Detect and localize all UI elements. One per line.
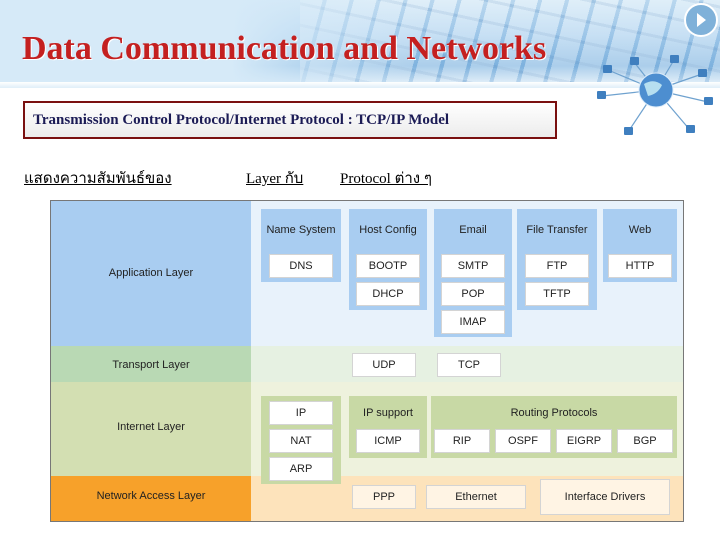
protocol-arp: ARP xyxy=(269,457,333,481)
protocol-dns: DNS xyxy=(269,254,333,278)
caption-part-2: Layer กับ xyxy=(246,171,304,187)
caption-part-1: แสดงความสัมพันธ์ของ xyxy=(24,171,172,187)
layer-label-internet: Internet Layer xyxy=(117,421,185,433)
layer-label-transport: Transport Layer xyxy=(112,359,190,371)
protocol-eigrp: EIGRP xyxy=(556,429,612,453)
group-ip-support: IP support ICMP xyxy=(349,396,427,458)
subtitle: Transmission Control Protocol/Internet P… xyxy=(33,111,450,128)
layer-label-network-access: Network Access Layer xyxy=(96,490,206,502)
protocol-ospf: OSPF xyxy=(495,429,551,453)
protocol-bootp: BOOTP xyxy=(356,254,420,278)
protocol-http: HTTP xyxy=(608,254,672,278)
protocol-imap: IMAP xyxy=(441,310,505,334)
subtitle-box: Transmission Control Protocol/Internet P… xyxy=(23,101,557,139)
protocol-ip: IP xyxy=(269,401,333,425)
group-file-transfer: File Transfer FTP TFTP xyxy=(517,209,597,310)
protocol-tcp: TCP xyxy=(437,353,501,377)
group-ip: IP NAT ARP xyxy=(261,396,341,484)
protocol-udp: UDP xyxy=(352,353,416,377)
protocol-dhcp: DHCP xyxy=(356,282,420,306)
protocol-ppp: PPP xyxy=(352,485,416,509)
group-web: Web HTTP xyxy=(603,209,677,282)
header-banner xyxy=(0,0,720,88)
protocol-tftp: TFTP xyxy=(525,282,589,306)
group-routing-protocols: Routing Protocols RIP OSPF EIGRP BGP xyxy=(431,396,677,458)
group-name-system: Name System DNS xyxy=(261,209,341,282)
protocol-bgp: BGP xyxy=(617,429,673,453)
tcpip-diagram: Application Layer Transport Layer Intern… xyxy=(50,200,684,522)
protocol-rip: RIP xyxy=(434,429,490,453)
protocol-interface-drivers: Interface Drivers xyxy=(540,479,670,515)
chevron-right-icon[interactable] xyxy=(684,3,718,37)
layer-label-application: Application Layer xyxy=(108,267,194,279)
page-title: Data Communication and Networks xyxy=(22,30,547,67)
protocol-ftp: FTP xyxy=(525,254,589,278)
protocol-ethernet: Ethernet xyxy=(426,485,526,509)
protocol-icmp: ICMP xyxy=(356,429,420,453)
protocol-smtp: SMTP xyxy=(441,254,505,278)
network-globe-icon xyxy=(597,55,713,135)
caption-part-3: Protocol ต่าง ๆ xyxy=(340,171,432,187)
group-email: Email SMTP POP IMAP xyxy=(434,209,512,337)
protocol-nat: NAT xyxy=(269,429,333,453)
group-host-config: Host Config BOOTP DHCP xyxy=(349,209,427,310)
protocol-pop: POP xyxy=(441,282,505,306)
